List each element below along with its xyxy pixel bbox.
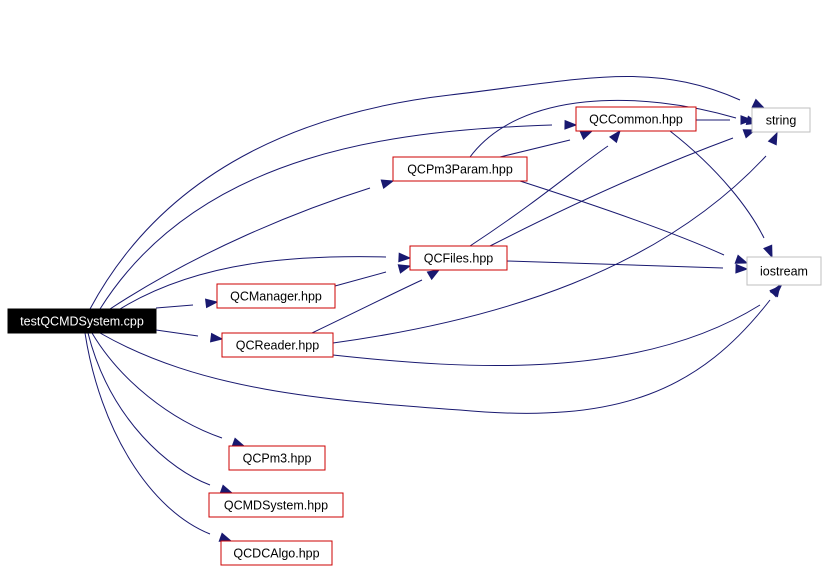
node-label: QCManager.hpp — [230, 289, 322, 303]
edge-arrowhead — [219, 484, 234, 494]
edge-arrowhead — [769, 285, 783, 298]
node-root[interactable]: testQCMDSystem.cpp — [7, 308, 157, 334]
node-qcpm3param[interactable]: QCPm3Param.hpp — [392, 156, 528, 182]
edge-qcfiles-to-string — [489, 129, 757, 247]
node-label: QCPm3.hpp — [243, 451, 312, 465]
node-label: iostream — [760, 264, 808, 278]
node-qcmdsystem[interactable]: QCMDSystem.hpp — [208, 492, 344, 518]
edge-qcreader-to-string — [332, 131, 778, 344]
edge-root-to-qcfiles — [119, 252, 412, 310]
node-box — [751, 107, 811, 133]
node-box — [208, 492, 344, 518]
edge-root-to-qcdcalgo — [84, 332, 233, 542]
node-label: QCCommon.hpp — [589, 112, 683, 126]
node-box — [220, 540, 333, 566]
node-string[interactable]: string — [751, 107, 811, 133]
edge-line — [332, 155, 767, 344]
edge-line — [469, 145, 609, 247]
edge-line — [334, 271, 387, 287]
node-label: QCFiles.hpp — [424, 251, 494, 265]
edge-line — [84, 332, 211, 535]
edge-qccommon-to-iostream — [669, 130, 773, 259]
node-box — [216, 283, 336, 309]
edge-line — [519, 180, 725, 256]
edge-root-to-qcmdsystem — [87, 332, 234, 494]
edge-root-to-qcpm3 — [91, 332, 246, 447]
edge-line — [332, 304, 761, 367]
node-qcreader[interactable]: QCReader.hpp — [221, 332, 334, 358]
edge-line — [155, 304, 194, 309]
node-label: QCMDSystem.hpp — [224, 498, 328, 512]
nodes-layer: testQCMDSystem.cpp QCCommon.hpp stringQCPm… — [7, 106, 822, 566]
edge-line — [99, 124, 553, 310]
edge-qcfiles-to-qccommon — [469, 129, 621, 247]
edge-arrowhead — [218, 532, 233, 542]
edge-line — [87, 332, 211, 486]
edge-arrowhead — [398, 252, 412, 263]
node-box — [746, 256, 822, 286]
edge-root-to-iostream — [99, 283, 781, 414]
edge-arrowhead — [231, 437, 246, 447]
edge-arrowhead — [735, 263, 749, 274]
edge-line — [499, 139, 571, 158]
edge-root-to-qcreader — [155, 329, 224, 343]
edge-line — [469, 99, 737, 158]
node-qcmanager[interactable]: QCManager.hpp — [216, 283, 336, 309]
edge-line — [669, 130, 765, 239]
edge-qcfiles-to-iostream — [506, 260, 749, 274]
edge-line — [91, 332, 223, 439]
edge-qcreader-to-qcfiles — [311, 269, 441, 334]
node-box — [409, 245, 508, 271]
node-label: string — [766, 113, 797, 127]
edge-line — [489, 137, 734, 247]
edge-line — [89, 76, 741, 310]
edge-line — [119, 256, 387, 310]
edges-layer — [84, 76, 783, 542]
node-box — [221, 332, 334, 358]
edge-line — [155, 329, 199, 337]
edge-arrowhead — [204, 298, 219, 309]
edge-arrowhead — [426, 269, 441, 281]
edge-arrowhead — [767, 131, 778, 146]
edge-root-to-qcpm3param — [109, 179, 395, 310]
edge-arrowhead — [209, 332, 224, 343]
edge-arrowhead — [579, 130, 594, 141]
edge-qcmanager-to-qcfiles — [334, 264, 412, 287]
node-label: QCReader.hpp — [236, 338, 319, 352]
node-label: QCPm3Param.hpp — [407, 162, 513, 176]
edge-qcpm3param-to-iostream — [519, 180, 749, 264]
edge-qccommon-to-string — [696, 115, 754, 125]
edge-arrowhead — [380, 179, 395, 189]
edge-line — [109, 187, 371, 310]
node-label: QCDCAlgo.hpp — [233, 546, 319, 560]
edge-arrowhead — [564, 119, 578, 130]
edge-qcreader-to-iostream — [332, 285, 783, 367]
node-box — [392, 156, 528, 182]
edge-arrowhead — [397, 264, 412, 274]
edge-arrowhead — [734, 254, 749, 264]
node-qccommon[interactable]: QCCommon.hpp — [575, 106, 697, 132]
edge-root-to-qccommon — [99, 119, 578, 310]
edge-line — [99, 299, 771, 414]
node-qcfiles[interactable]: QCFiles.hpp — [409, 245, 508, 271]
edge-arrowhead — [751, 98, 766, 109]
edge-qcpm3param-to-qccommon — [499, 130, 594, 158]
edge-line — [311, 279, 423, 334]
node-box — [228, 445, 326, 471]
node-iostream[interactable]: iostream — [746, 256, 822, 286]
node-box — [575, 106, 697, 132]
node-qcdcalgo[interactable]: QCDCAlgo.hpp — [220, 540, 333, 566]
node-box — [7, 308, 157, 334]
node-qcpm3[interactable]: QCPm3.hpp — [228, 445, 326, 471]
node-label: testQCMDSystem.cpp — [20, 314, 144, 328]
edge-arrowhead — [763, 244, 773, 259]
edge-root-to-qcmanager — [155, 298, 219, 309]
edge-arrowhead — [608, 129, 621, 144]
